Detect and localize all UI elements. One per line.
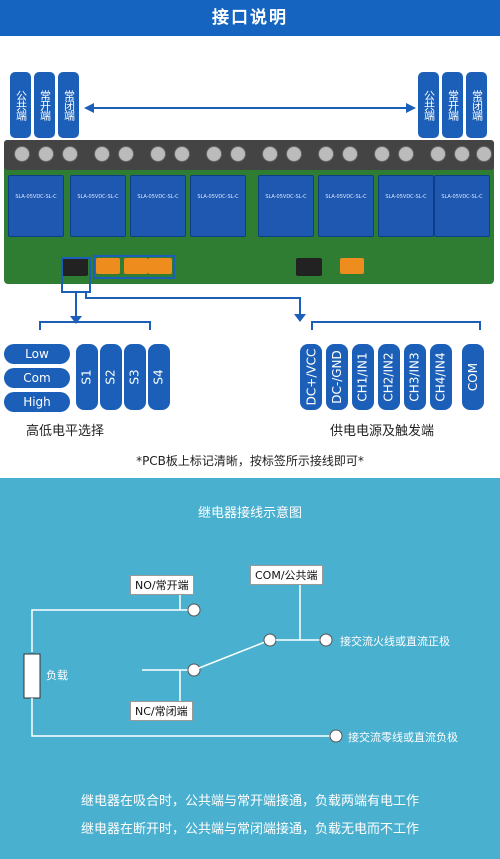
load-box: [23, 653, 41, 699]
pin-s4: S4: [148, 344, 170, 410]
live-label: 接交流火线或直流正极: [340, 635, 450, 648]
screw-terminal: [150, 146, 166, 162]
pin-s1: S1: [76, 344, 98, 410]
pin-com: COM: [462, 344, 484, 410]
power-callout-line: [85, 292, 301, 314]
relay: SLA-05VDC-SL-C: [318, 175, 374, 237]
power-caption: 供电电源及触发端: [330, 424, 435, 439]
screw-terminal: [14, 146, 30, 162]
pcb-note: *PCB板上标记清晰，按标签所示接线即可*: [136, 454, 364, 468]
tag-nc-right: 常闭端: [466, 72, 487, 138]
tag-nc-left: 常闭端: [58, 72, 79, 138]
header-highlight: [61, 257, 91, 293]
terminal-highlight: [93, 255, 175, 279]
no-label: NO/常开端: [130, 575, 194, 595]
level-bracket: [39, 321, 151, 330]
level-callout-head: [70, 316, 82, 324]
jumper-header: [62, 258, 88, 276]
tag-common-right: 公共端: [418, 72, 439, 138]
screw-terminal: [118, 146, 134, 162]
no-wire: [31, 609, 188, 652]
no-contact: [187, 603, 201, 617]
neutral-terminal: [329, 729, 343, 743]
screw-terminal: [38, 146, 54, 162]
pin-in2: CH2/IN2: [378, 344, 400, 410]
span-arrow-left-head: [84, 103, 94, 113]
input-terminal-block: [124, 258, 148, 274]
screw-terminal: [94, 146, 110, 162]
span-arrow-right-head: [406, 103, 416, 113]
relay: SLA-05VDC-SL-C: [258, 175, 314, 237]
relay: SLA-05VDC-SL-C: [70, 175, 126, 237]
tag-no-left: 常开端: [34, 72, 55, 138]
level-com: Com: [4, 368, 70, 388]
com-label: COM/公共端: [250, 565, 323, 585]
callout-svg: [39, 255, 481, 330]
screw-terminal: [230, 146, 246, 162]
page-title: 接口说明: [0, 0, 500, 36]
screw-terminal: [430, 146, 446, 162]
input-terminal-block: [340, 258, 364, 274]
input-terminal-block: [96, 258, 120, 274]
relay: SLA-05VDC-SL-C: [130, 175, 186, 237]
relay: SLA-05VDC-SL-C: [190, 175, 246, 237]
screw-terminal: [374, 146, 390, 162]
input-terminal-block: [148, 258, 172, 274]
pin-vcc: DC+/VCC: [300, 344, 322, 410]
neutral-wire: [31, 698, 330, 737]
statement-open: 继电器在断开时，公共端与常闭端接通，负载无电而不工作: [80, 822, 419, 837]
level-high: High: [4, 392, 70, 412]
level-low: Low: [4, 344, 70, 364]
screw-terminal: [318, 146, 334, 162]
pin-gnd: DC-/GND: [326, 344, 348, 410]
neutral-label: 接交流零线或直流负极: [348, 731, 458, 744]
live-terminal: [319, 633, 333, 647]
relay: SLA-05VDC-SL-C: [378, 175, 434, 237]
pin-in4: CH4/IN4: [430, 344, 452, 410]
tag-common-left: 公共端: [10, 72, 31, 138]
switch-arm: [193, 639, 271, 671]
pin-s2: S2: [100, 344, 122, 410]
power-bracket: [311, 321, 481, 330]
pin-s3: S3: [124, 344, 146, 410]
relay: SLA-05VDC-SL-C: [8, 175, 64, 237]
pin-in1: CH1/IN1: [352, 344, 374, 410]
jumper-header: [296, 258, 322, 276]
statement-closed: 继电器在吸合时，公共端与常开端接通，负载两端有电工作: [80, 794, 419, 809]
wiring-panel: [0, 478, 500, 859]
relay: SLA-05VDC-SL-C: [434, 175, 490, 237]
wiring-title: 继电器接线示意图: [197, 506, 302, 521]
power-callout-head: [294, 314, 306, 322]
screw-terminal: [454, 146, 470, 162]
nc-label: NC/常闭端: [130, 701, 193, 721]
top-arrow-svg: [84, 103, 416, 113]
pin-in3: CH3/IN3: [404, 344, 426, 410]
screw-terminal: [262, 146, 278, 162]
com-contact: [263, 633, 277, 647]
screw-terminal: [342, 146, 358, 162]
level-caption: 高低电平选择: [26, 424, 105, 439]
screw-terminal: [206, 146, 222, 162]
screw-terminal: [398, 146, 414, 162]
screw-terminal: [286, 146, 302, 162]
screw-terminal: [62, 146, 78, 162]
tag-no-right: 常开端: [442, 72, 463, 138]
screw-terminal: [476, 146, 492, 162]
screw-terminal: [174, 146, 190, 162]
load-label: 负载: [46, 669, 68, 682]
